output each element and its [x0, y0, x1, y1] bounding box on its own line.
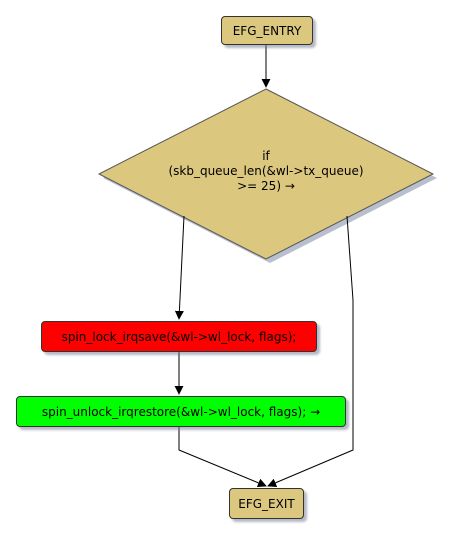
decision-label: if (skb_queue_len(&wl->tx_queue) >= 25) …: [126, 149, 406, 194]
spin-unlock-node: spin_unlock_irqrestore(&wl->wl_lock, fla…: [16, 396, 346, 427]
exit-node: EFG_EXIT: [229, 488, 304, 519]
exit-label: EFG_EXIT: [238, 496, 295, 511]
edge-decision-to-exit: [267, 215, 354, 487]
spin-lock-node: spin_lock_irqsave(&wl->wl_lock, flags);: [41, 321, 317, 352]
entry-node: EFG_ENTRY: [221, 16, 313, 45]
edge-unlock-to-exit: [178, 427, 267, 488]
decision-label-line2: (skb_queue_len(&wl->tx_queue): [168, 164, 364, 178]
entry-label: EFG_ENTRY: [232, 23, 302, 38]
spin-unlock-label: spin_unlock_irqrestore(&wl->wl_lock, fla…: [41, 404, 321, 419]
decision-diamond: [97, 88, 435, 260]
decision-label-line1: if: [262, 149, 270, 163]
decision-label-line3: >= 25) →: [237, 179, 295, 193]
spin-lock-label: spin_lock_irqsave(&wl->wl_lock, flags);: [61, 329, 297, 344]
edge-decision-to-lock: [174, 215, 185, 320]
